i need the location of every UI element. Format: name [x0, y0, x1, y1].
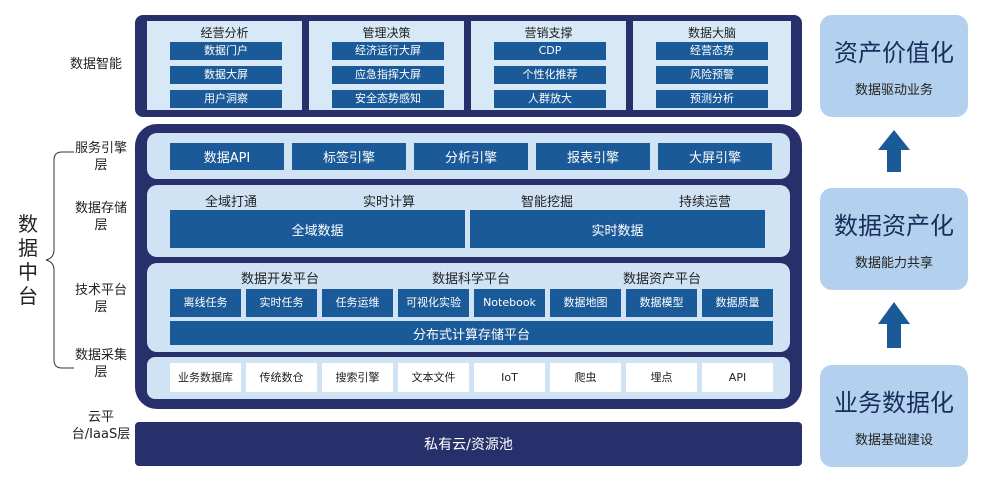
intel-item: CDP: [494, 42, 606, 60]
data-assetization-panel: 数据资产化 数据能力共享: [820, 188, 968, 290]
service-item: 数据API: [170, 143, 284, 170]
tech-item: 可视化实验: [398, 289, 469, 317]
bracket-line: [45, 151, 74, 369]
label-tech-platform-layer: 技术平台层: [75, 283, 128, 315]
arrow-up-icon: [878, 130, 910, 172]
side-title: 业务数据化: [834, 389, 954, 417]
intel-item: 人群放大: [494, 90, 606, 108]
service-item: 标签引擎: [292, 143, 406, 170]
tech-header: 数据科学平台: [431, 272, 510, 287]
tech-header: 数据资产平台: [622, 272, 701, 287]
side-title: 资产价值化: [834, 39, 954, 67]
group-title: 营销支撑: [524, 26, 573, 40]
group-title: 经营分析: [200, 26, 249, 40]
side-title: 数据资产化: [834, 212, 954, 240]
collect-item: 传统数仓: [246, 363, 317, 392]
tech-item: 任务运维: [322, 289, 393, 317]
storage-header: 智能挖掘: [520, 195, 573, 210]
collect-item: 爬虫: [550, 363, 621, 392]
arrow-up-icon: [878, 302, 910, 348]
side-subtitle: 数据能力共享: [854, 256, 933, 271]
side-subtitle: 数据基础建设: [854, 433, 933, 448]
label-data-storage-layer: 数据存储层: [75, 201, 128, 233]
intel-item: 数据大屏: [170, 66, 282, 84]
label-data-intelligence: 数据智能: [70, 57, 123, 72]
all-domain-data-block: 全域数据: [170, 210, 465, 248]
distributed-platform-block: 分布式计算存储平台: [170, 321, 773, 345]
tech-item: 数据模型: [626, 289, 697, 317]
intel-item: 预测分析: [656, 90, 768, 108]
tech-item: 实时任务: [246, 289, 317, 317]
label-data-collect-layer: 数据采集层: [75, 348, 128, 380]
intel-item: 经济运行大屏: [332, 42, 444, 60]
asset-valorization-panel: 资产价值化 数据驱动业务: [820, 15, 968, 117]
tech-item: 数据地图: [550, 289, 621, 317]
intel-item: 数据门户: [170, 42, 282, 60]
service-item: 分析引擎: [414, 143, 528, 170]
collect-item: 文本文件: [398, 363, 469, 392]
tech-item: Notebook: [474, 289, 545, 317]
tech-header: 数据开发平台: [240, 272, 319, 287]
label-cloud-iaas-layer: 云平台/IaaS层: [71, 410, 131, 442]
intel-item: 风险预警: [656, 66, 768, 84]
cloud-resource-pool-bar: 私有云/资源池: [135, 422, 802, 466]
storage-header: 持续运营: [678, 195, 731, 210]
service-item: 大屏引擎: [658, 143, 772, 170]
intel-item: 经营态势: [656, 42, 768, 60]
group-title: 管理决策: [362, 26, 411, 40]
intel-item: 应急指挥大屏: [332, 66, 444, 84]
intel-item: 安全态势感知: [332, 90, 444, 108]
tech-item: 数据质量: [702, 289, 773, 317]
collect-item: API: [702, 363, 773, 392]
intel-item: 个性化推荐: [494, 66, 606, 84]
storage-header: 实时计算: [362, 195, 415, 210]
side-subtitle: 数据驱动业务: [854, 83, 933, 98]
service-item: 报表引擎: [536, 143, 650, 170]
storage-header: 全域打通: [204, 195, 257, 210]
collect-item: 业务数据库: [170, 363, 241, 392]
label-data-middle-platform: 数据中台: [18, 212, 38, 308]
label-service-engine-layer: 服务引擎层: [75, 141, 128, 173]
realtime-data-block: 实时数据: [470, 210, 765, 248]
collect-item: IoT: [474, 363, 545, 392]
collect-item: 埋点: [626, 363, 697, 392]
group-title: 数据大脑: [687, 26, 736, 40]
business-datafication-panel: 业务数据化 数据基础建设: [820, 365, 968, 467]
intel-item: 用户洞察: [170, 90, 282, 108]
tech-item: 离线任务: [170, 289, 241, 317]
collect-item: 搜索引擎: [322, 363, 393, 392]
